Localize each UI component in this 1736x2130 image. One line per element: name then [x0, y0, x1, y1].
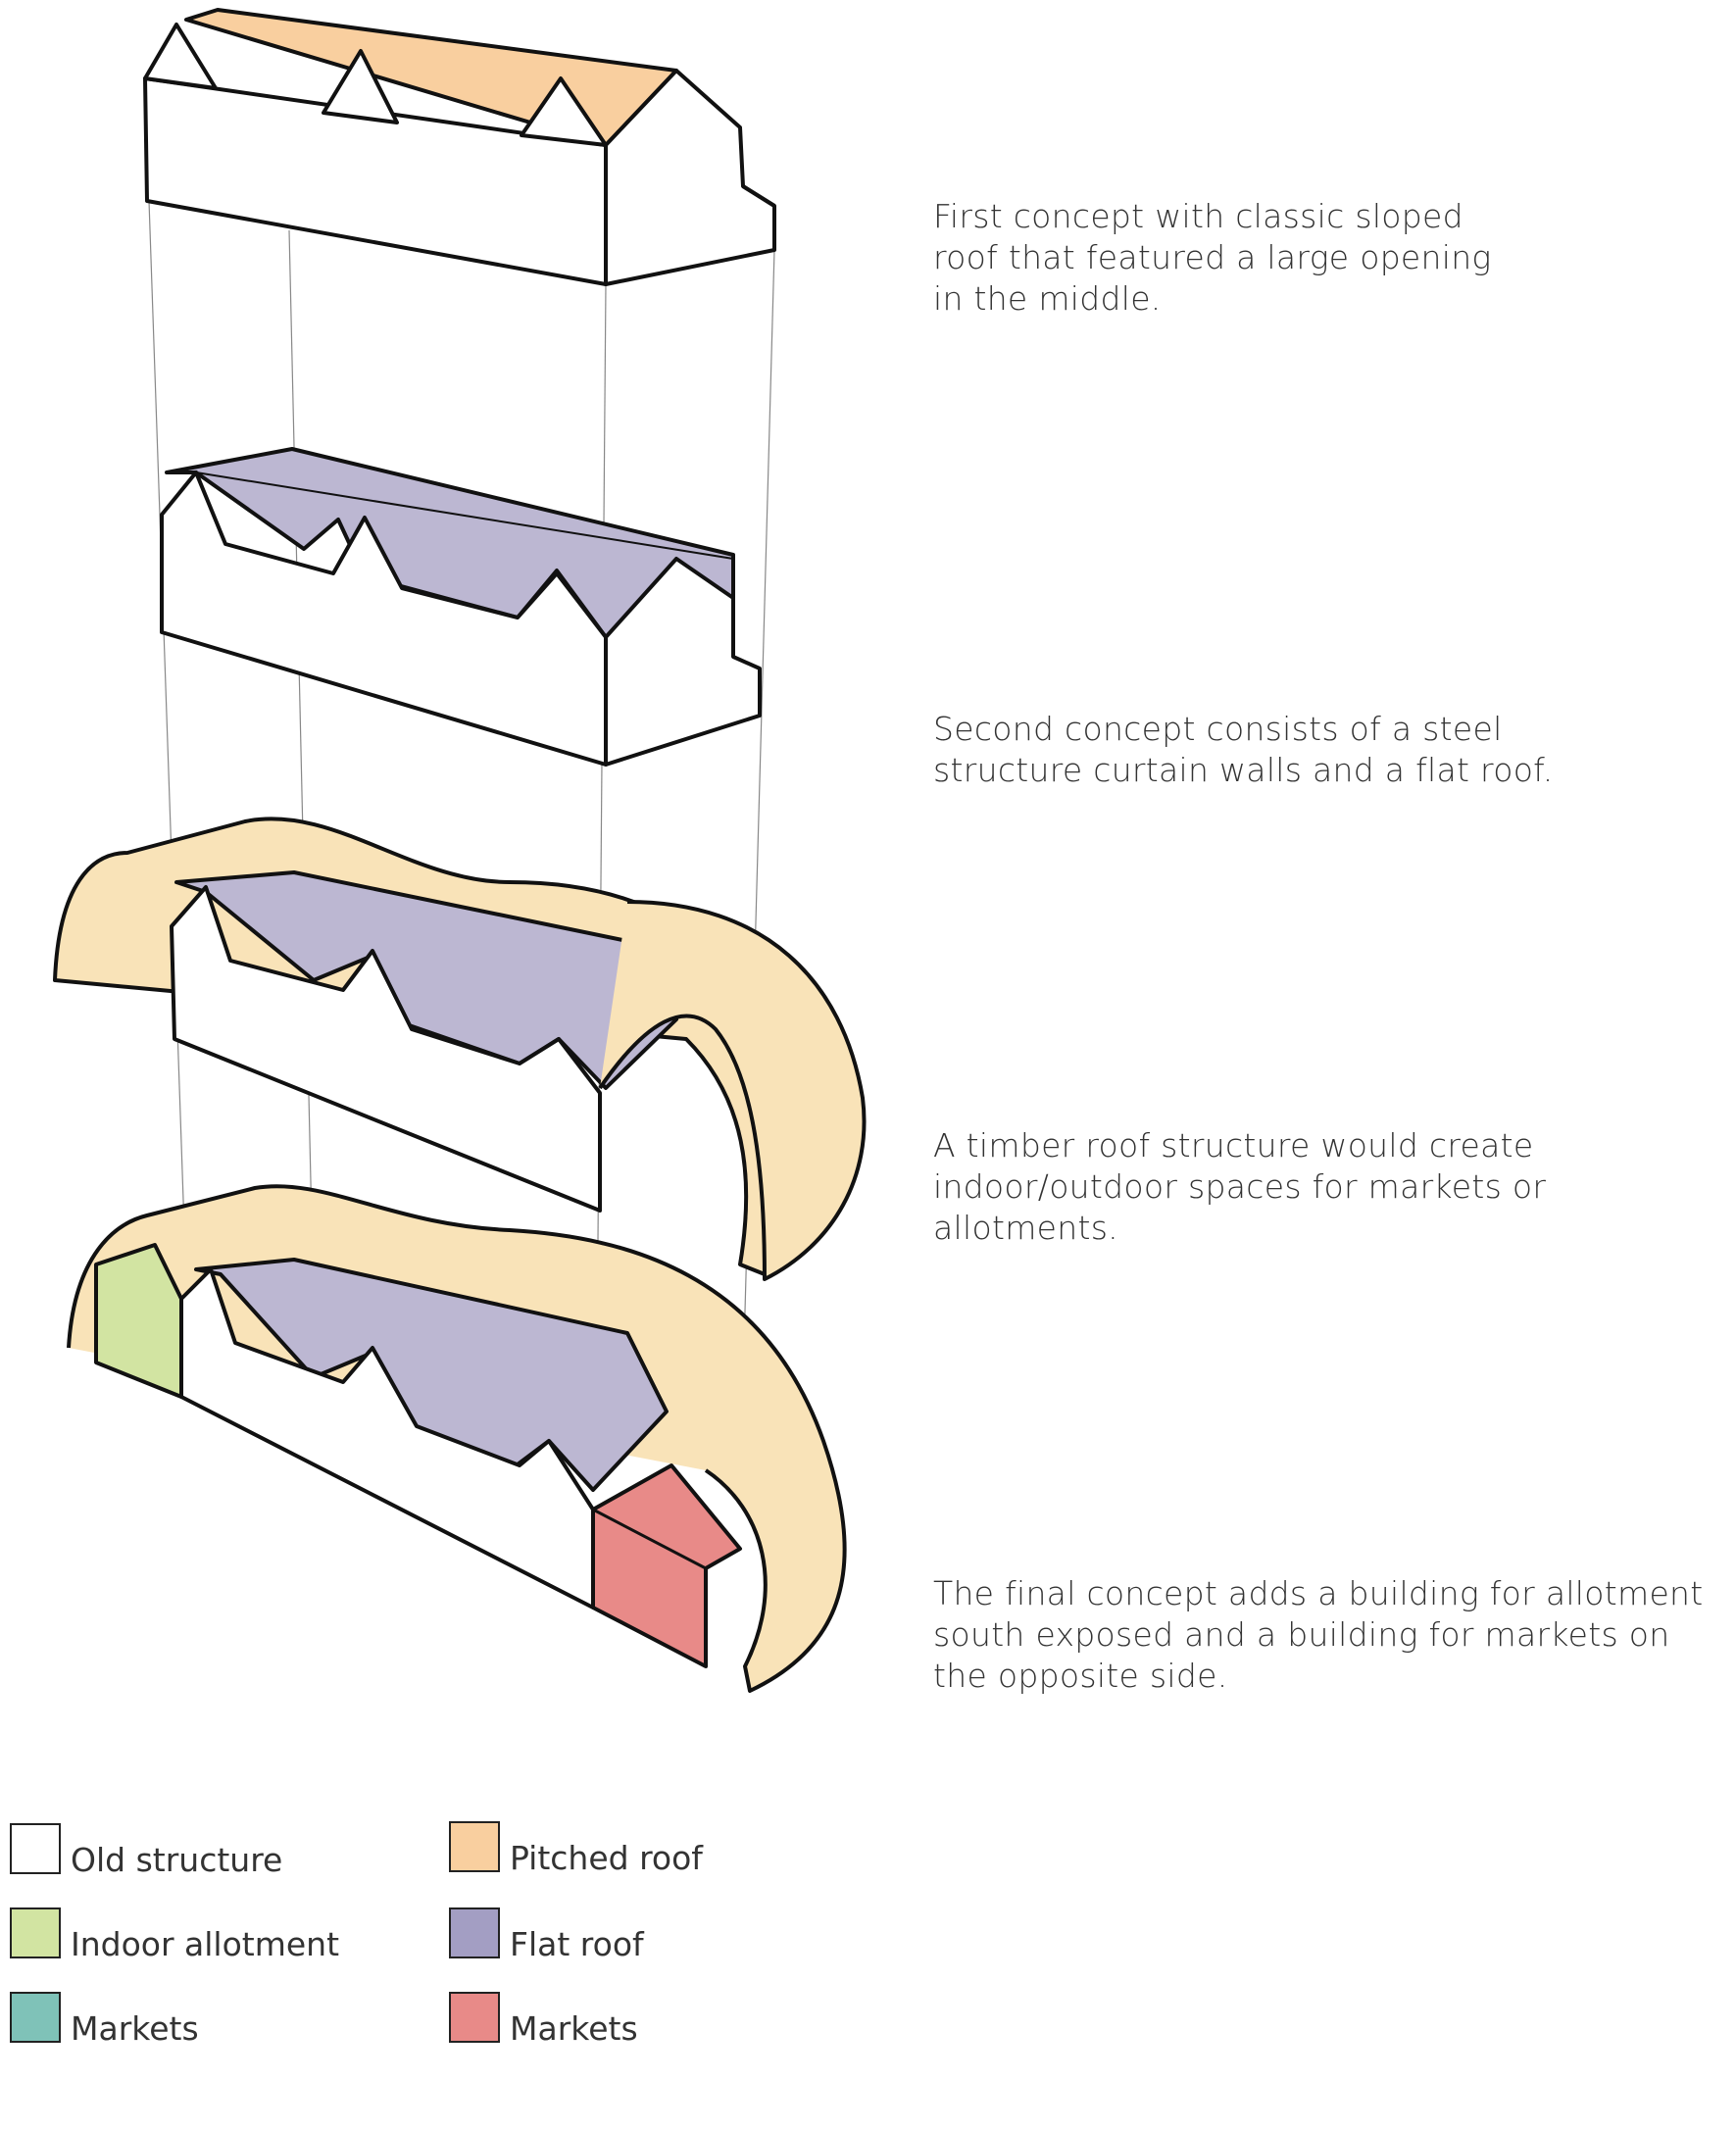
markets-block: [591, 1463, 742, 1668]
legend-swatch: [449, 1992, 500, 2043]
legend-label: Pitched roof: [510, 1839, 703, 1877]
concept-3-body: [170, 885, 602, 1213]
legend-label: Markets: [510, 2009, 638, 2048]
caption-concept-4: The final concept adds a building for al…: [933, 1574, 1704, 1695]
final-body: [179, 1267, 595, 1610]
legend-label: Indoor allotment: [71, 1925, 340, 1963]
dormer-3: [520, 76, 608, 147]
concept-2-body: [160, 471, 608, 767]
concept-2-end: [604, 557, 762, 767]
legend-label: Flat roof: [510, 1925, 644, 1963]
timber-roof-front: [598, 900, 867, 1281]
legend-label: Old structure: [71, 1841, 283, 1879]
legend-swatch: [449, 1821, 500, 1872]
legend-swatch: [10, 1823, 61, 1874]
concept-2-flat-roof: [160, 447, 762, 767]
concept-1-sloped-roof: [143, 8, 776, 286]
concept-4-final: [67, 1184, 847, 1693]
caption-concept-1: First concept with classic sloped roof t…: [933, 197, 1492, 318]
caption-concept-2: Second concept consists of a steel struc…: [933, 710, 1554, 789]
legend-swatch: [10, 1907, 61, 1958]
legend-label: Markets: [71, 2009, 199, 2048]
caption-concept-3: A timber roof structure would create ind…: [933, 1126, 1547, 1247]
legend-swatch: [10, 1992, 61, 2043]
dormer-1: [143, 23, 218, 90]
concept-3-timber-roof: [53, 817, 867, 1281]
legend-swatch: [449, 1907, 500, 1958]
dormer-2: [322, 49, 399, 124]
